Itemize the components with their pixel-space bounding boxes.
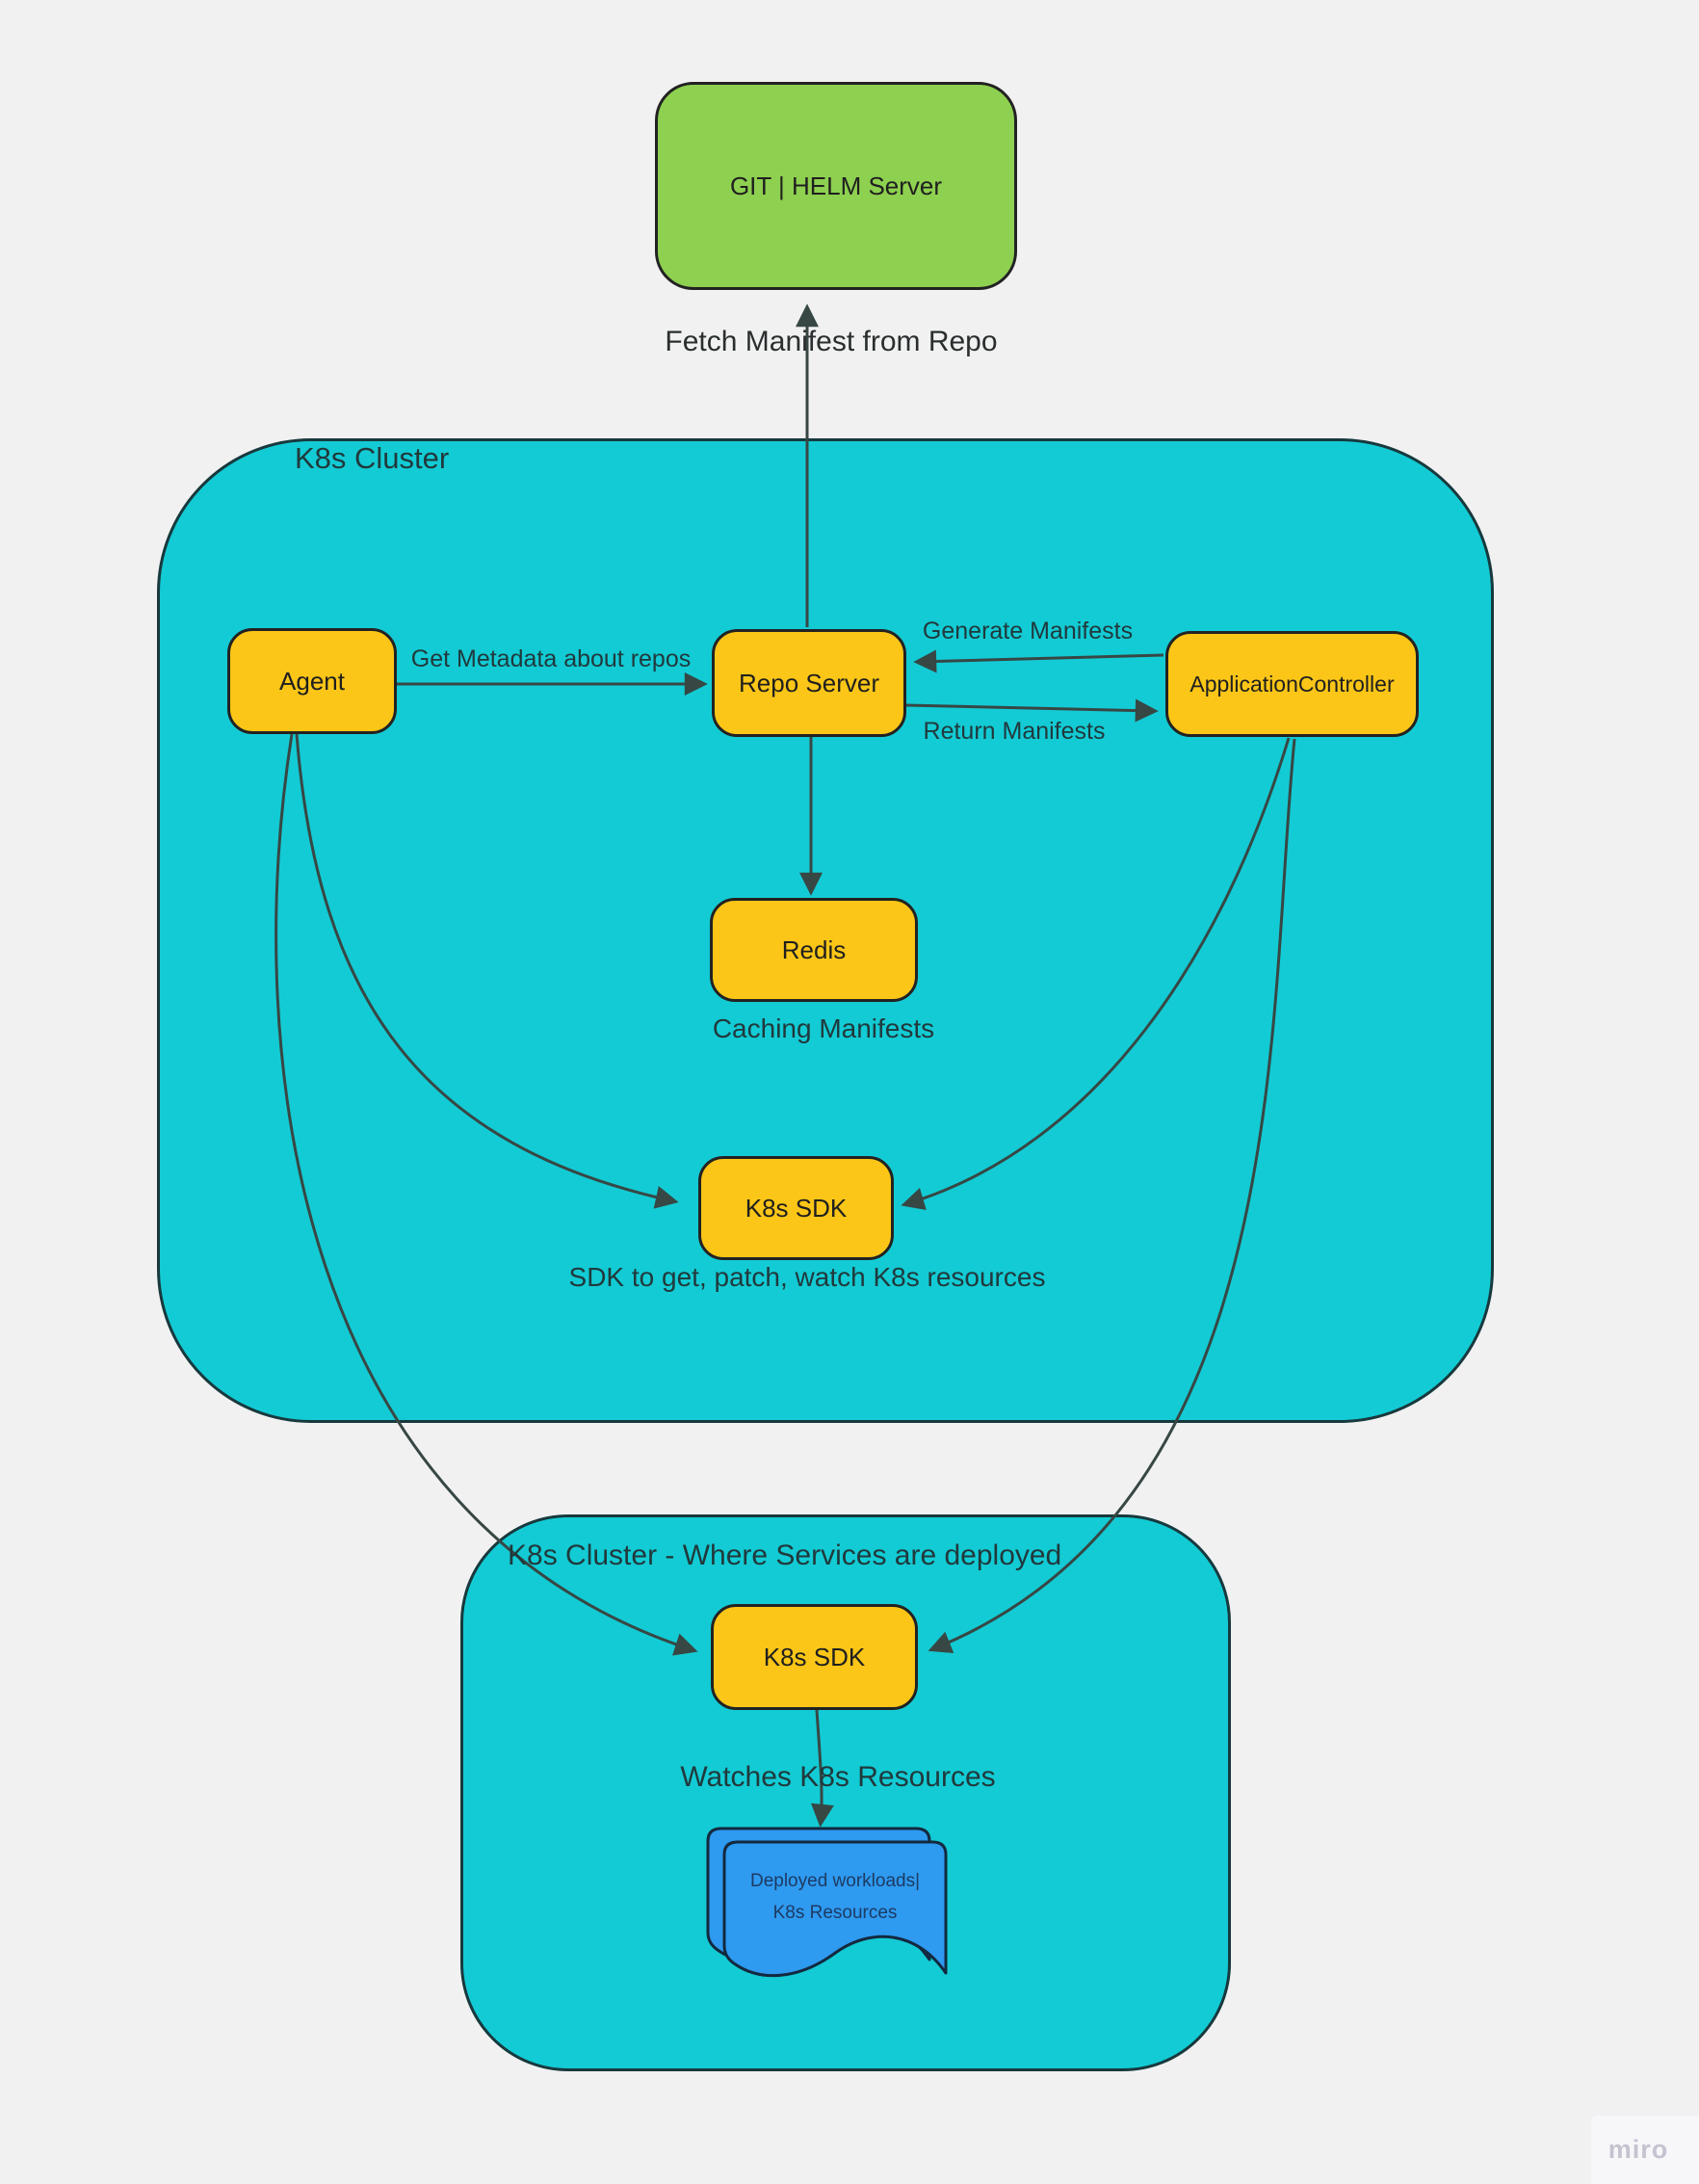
return-manifests-label[interactable]: Return Manifests	[923, 718, 1106, 745]
connector-repo-to-appcontroller[interactable]	[905, 698, 1159, 723]
k8s-sdk-node[interactable]: K8s SDK	[698, 1156, 894, 1260]
deployed-workloads-text: Deployed workloads| K8s Resources	[724, 1865, 946, 1930]
sdk-caption-label[interactable]: SDK to get, patch, watch K8s resources	[568, 1262, 1046, 1292]
connector-appcontroller-to-deploy-sdk[interactable]	[928, 738, 1296, 1653]
repo-server-label: Repo Server	[739, 668, 879, 697]
agent-label: Agent	[279, 666, 345, 696]
k8s-deploy-cluster-title[interactable]: K8s Cluster - Where Services are deploye…	[508, 1539, 1062, 1571]
redis-node[interactable]: Redis	[710, 898, 918, 1002]
git-helm-server-node[interactable]: GIT | HELM Server	[655, 82, 1017, 290]
connector-appcontroller-to-sdk[interactable]	[901, 737, 1291, 1210]
miro-watermark: miro	[1591, 2116, 1699, 2184]
repo-server-node[interactable]: Repo Server	[712, 629, 906, 737]
watches-resources-label[interactable]: Watches K8s Resources	[680, 1761, 996, 1793]
agent-node[interactable]: Agent	[227, 628, 397, 734]
k8s-sdk-label: K8s SDK	[745, 1193, 848, 1223]
deployed-workloads-line1: Deployed workloads|	[749, 1871, 921, 1891]
connector-appcontroller-to-repo[interactable]	[913, 649, 1164, 673]
connector-agent-to-deploy-sdk[interactable]	[274, 733, 698, 1656]
connector-sdk-to-workloads[interactable]	[810, 1709, 834, 1828]
caching-manifests-label[interactable]: Caching Manifests	[712, 1013, 935, 1043]
redis-label: Redis	[781, 934, 847, 964]
fetch-manifest-label[interactable]: Fetch Manifest from Repo	[665, 326, 998, 357]
deployed-workloads-line2: K8s Resources	[772, 1903, 898, 1924]
generate-manifests-label[interactable]: Generate Manifests	[922, 618, 1134, 645]
connector-agent-to-sdk[interactable]	[295, 733, 679, 1209]
application-controller-node[interactable]: ApplicationController	[1165, 631, 1419, 737]
k8s-sdk-deploy-node[interactable]: K8s SDK	[711, 1604, 918, 1710]
get-metadata-label[interactable]: Get Metadata about repos	[410, 645, 692, 672]
k8s-cluster-title[interactable]: K8s Cluster	[295, 441, 450, 475]
application-controller-label: ApplicationController	[1189, 671, 1395, 697]
k8s-sdk-deploy-label: K8s SDK	[763, 1642, 866, 1671]
miro-watermark-text: miro	[1608, 2135, 1669, 2164]
git-helm-server-label: GIT | HELM Server	[729, 171, 943, 200]
deployed-workloads-doc-front[interactable]	[722, 1840, 948, 1978]
